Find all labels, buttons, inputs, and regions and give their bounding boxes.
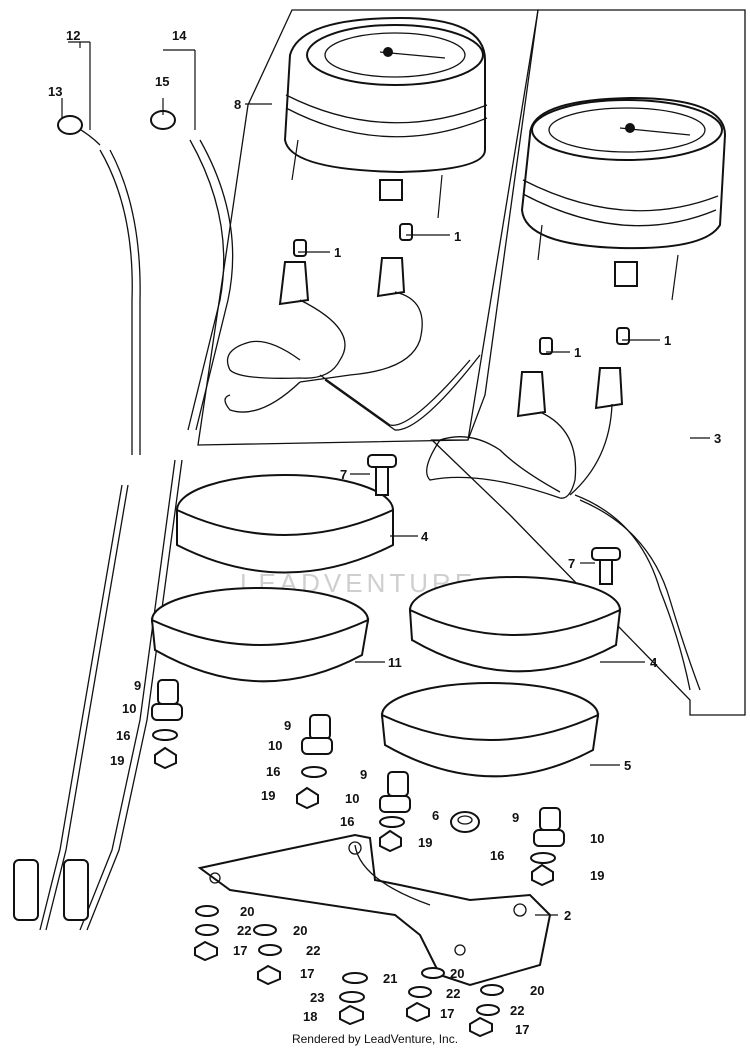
label-20: 20 — [530, 983, 544, 998]
label-2: 2 — [564, 908, 571, 923]
speedometer-gauge[interactable] — [283, 16, 488, 219]
label-9: 9 — [512, 810, 519, 825]
label-22: 22 — [510, 1003, 524, 1018]
gauge-ring-right[interactable] — [380, 682, 600, 778]
screw-lower[interactable] — [591, 547, 621, 585]
tachometer-gauge[interactable] — [520, 96, 727, 301]
hardware-right[interactable] — [469, 984, 504, 1038]
label-9: 9 — [134, 678, 141, 693]
label-9: 9 — [284, 718, 291, 733]
label-23: 23 — [310, 990, 324, 1005]
grommet-stack-b[interactable] — [296, 714, 333, 810]
label-1: 1 — [664, 333, 671, 348]
label-1: 1 — [454, 229, 461, 244]
speedometer-cable[interactable] — [13, 115, 141, 931]
label-11: 11 — [388, 655, 402, 670]
label-10: 10 — [590, 831, 604, 846]
gauge-case-left[interactable] — [176, 474, 394, 574]
label-16: 16 — [340, 814, 354, 829]
label-17: 17 — [440, 1006, 454, 1021]
label-18: 18 — [303, 1009, 317, 1024]
bracket[interactable] — [197, 833, 552, 987]
screw-upper[interactable] — [367, 454, 397, 496]
gauge-case-right[interactable] — [408, 576, 622, 673]
grommet-stack-a[interactable] — [151, 679, 183, 770]
label-16: 16 — [266, 764, 280, 779]
label-16: 16 — [116, 728, 130, 743]
label-4: 4 — [650, 655, 658, 670]
grommet-stack-c[interactable] — [379, 771, 411, 853]
label-21: 21 — [383, 971, 397, 986]
label-22: 22 — [446, 986, 460, 1001]
hardware-left[interactable] — [194, 905, 282, 986]
label-19: 19 — [418, 835, 432, 850]
label-17: 17 — [233, 943, 247, 958]
label-17: 17 — [300, 966, 314, 981]
label-7: 7 — [340, 467, 347, 482]
grommet-stack-d[interactable] — [530, 807, 565, 887]
label-12: 12 — [66, 28, 80, 43]
label-1: 1 — [574, 345, 581, 360]
label-10: 10 — [345, 791, 359, 806]
bulb-sockets-right[interactable] — [426, 327, 701, 691]
label-5: 5 — [624, 758, 631, 773]
label-16: 16 — [490, 848, 504, 863]
label-19: 19 — [261, 788, 275, 803]
label-22: 22 — [237, 923, 251, 938]
label-9: 9 — [360, 767, 367, 782]
label-10: 10 — [268, 738, 282, 753]
hardware-center[interactable] — [339, 967, 445, 1026]
label-22: 22 — [306, 943, 320, 958]
label-15: 15 — [155, 74, 169, 89]
label-20: 20 — [450, 966, 464, 981]
label-7: 7 — [568, 556, 575, 571]
label-1: 1 — [334, 245, 341, 260]
credit-text: Rendered by LeadVenture, Inc. — [291, 1032, 459, 1046]
label-17: 17 — [515, 1022, 529, 1037]
label-20: 20 — [293, 923, 307, 938]
label-3: 3 — [714, 431, 721, 446]
label-6: 6 — [432, 808, 439, 823]
label-4: 4 — [421, 529, 429, 544]
bulb-sockets-left[interactable] — [224, 223, 481, 431]
label-20: 20 — [240, 904, 254, 919]
part-labels: 12 13 14 15 8 1 1 1 1 3 7 7 4 4 11 5 9 1… — [48, 28, 721, 1037]
label-19: 19 — [110, 753, 124, 768]
label-13: 13 — [48, 84, 62, 99]
label-14: 14 — [172, 28, 187, 43]
gauge-ring-left[interactable] — [150, 587, 370, 683]
tachometer-cable[interactable] — [63, 110, 234, 931]
grommet-6[interactable] — [450, 811, 480, 833]
leader-lines — [61, 41, 710, 916]
label-19: 19 — [590, 868, 604, 883]
label-8: 8 — [234, 97, 241, 112]
label-10: 10 — [122, 701, 136, 716]
